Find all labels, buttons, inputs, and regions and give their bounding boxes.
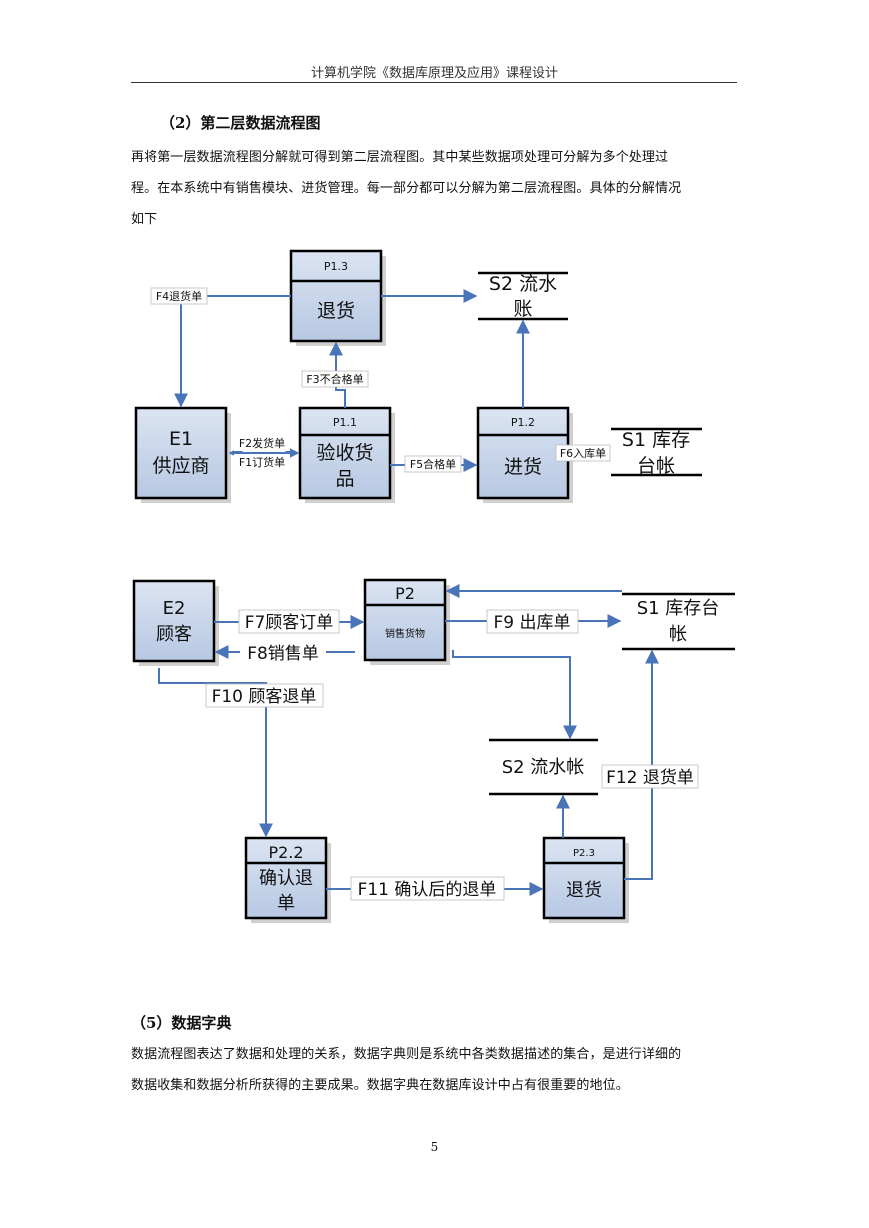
process-name-line: 确认退 [259, 868, 313, 889]
flow-label-f1: F1订货单 [234, 454, 290, 470]
flow-label-f11: F11 确认后的退单 [350, 876, 505, 901]
flow-label-f6: F6入库单 [555, 444, 611, 462]
svg-text:F3不合格单: F3不合格单 [306, 372, 363, 386]
process-p2-2: P2.2 确认退 单 [244, 836, 331, 923]
process-name: 退货 [317, 300, 355, 322]
svg-text:F1订货单: F1订货单 [239, 455, 285, 469]
entity-label-line: E2 [163, 598, 186, 619]
datastore-label-line: 账 [513, 298, 532, 320]
header-rule [131, 82, 737, 83]
entity-e1: E1 供应商 [134, 406, 231, 503]
entity-label-line: 供应商 [152, 455, 209, 477]
process-id: P1.1 [333, 416, 357, 429]
entity-label-line: E1 [169, 428, 193, 450]
flow-label-f4: F4退货单 [150, 287, 208, 305]
process-p1-3: P1.3 退货 [289, 249, 386, 346]
flow-label-f12: F12 退货单 [601, 764, 699, 789]
section-heading-2: （2）第二层数据流程图 [160, 114, 321, 132]
datastore-label-line: S1 库存台 [637, 598, 720, 619]
flow-arrow-p2-s2 [452, 650, 577, 740]
svg-text:F4退货单: F4退货单 [156, 289, 202, 303]
section-2-paragraph: 再将第一层数据流程图分解就可得到第二层流程图。其中某些数据项处理可分解为多个处理… [131, 142, 737, 235]
flow-arrow-f12 [624, 649, 659, 880]
process-name-line: 验收货 [316, 442, 373, 464]
process-id: P1.3 [324, 260, 348, 273]
svg-text:F5合格单: F5合格单 [410, 457, 456, 471]
process-name: 退货 [566, 880, 602, 901]
datastore-label-line: S2 流水 [489, 273, 557, 295]
datastore-label-line: S1 库存 [622, 429, 690, 451]
process-id: P2.3 [573, 848, 595, 859]
paragraph-line: 数据收集和数据分析所获得的主要成果。数据字典在数据库设计中占有很重要的地位。 [131, 1078, 629, 1093]
flow-label-f9: F9 出库单 [486, 609, 579, 634]
flow-label-f7: F7顾客订单 [238, 609, 340, 634]
datastore-s2: S2 流水 账 [478, 271, 568, 321]
process-p2: P2 销售货物 [363, 578, 450, 665]
svg-text:F12 退货单: F12 退货单 [606, 768, 694, 788]
paragraph-line: 如下 [131, 212, 158, 227]
paragraph-line: 数据流程图表达了数据和处理的关系，数据字典则是系统中各类数据描述的集合，是进行详… [131, 1047, 682, 1062]
flow-label-f3: F3不合格单 [301, 370, 369, 388]
flow-arrow-f4 [174, 295, 291, 408]
section-heading-5: （5）数据字典 [131, 1014, 232, 1032]
datastore-s2-sales: S2 流水帐 [489, 738, 598, 796]
svg-text:F9 出库单: F9 出库单 [494, 613, 571, 633]
flow-label-f8: F8销售单 [240, 641, 326, 664]
svg-text:F8销售单: F8销售单 [247, 644, 319, 664]
page-header: 计算机学院《数据库原理及应用》课程设计 [310, 66, 558, 81]
process-p1-2: P1.2 进货 [476, 406, 573, 503]
process-p1-1: P1.1 验收货 品 [298, 406, 395, 503]
paragraph-line: 程。在本系统中有销售模块、进货管理。每一部分都可以分解为第二层流程图。具体的分解… [131, 181, 682, 196]
svg-text:F6入库单: F6入库单 [560, 447, 606, 460]
section-5-paragraph: 数据流程图表达了数据和处理的关系，数据字典则是系统中各类数据描述的集合，是进行详… [131, 1039, 737, 1101]
entity-label-line: 顾客 [156, 624, 192, 645]
flow-label-f10: F10 顾客退单 [205, 683, 324, 708]
process-name: 销售货物 [385, 627, 425, 640]
svg-text:F7顾客订单: F7顾客订单 [245, 613, 334, 633]
flow-label-f5: F5合格单 [404, 455, 462, 473]
svg-text:F10 顾客退单: F10 顾客退单 [212, 687, 317, 707]
process-name-line: 单 [277, 893, 295, 914]
process-id: P2.2 [268, 843, 303, 862]
process-name-line: 品 [335, 468, 354, 490]
process-p2-3: P2.3 退货 [542, 836, 629, 923]
page-number: 5 [430, 1140, 439, 1154]
entity-e2: E2 顾客 [132, 579, 219, 666]
datastore-label-line: 台帐 [637, 455, 675, 477]
process-name: 进货 [504, 456, 542, 478]
flow-arrow-f3 [329, 341, 346, 408]
process-id: P2 [395, 584, 415, 603]
datastore-label: S2 流水帐 [502, 757, 585, 778]
svg-text:F11 确认后的退单: F11 确认后的退单 [358, 880, 497, 900]
process-id: P1.2 [511, 416, 535, 429]
flow-arrow-f10 [158, 668, 273, 838]
flow-label-f2: F2发货单 [234, 435, 290, 451]
datastore-label-line: 帐 [669, 624, 687, 645]
datastore-s1-sales: S1 库存台 帐 [622, 592, 735, 651]
datastore-s1: S1 库存 台帐 [611, 427, 702, 477]
svg-text:F2发货单: F2发货单 [239, 436, 285, 450]
paragraph-line: 再将第一层数据流程图分解就可得到第二层流程图。其中某些数据项处理可分解为多个处理… [131, 150, 669, 165]
